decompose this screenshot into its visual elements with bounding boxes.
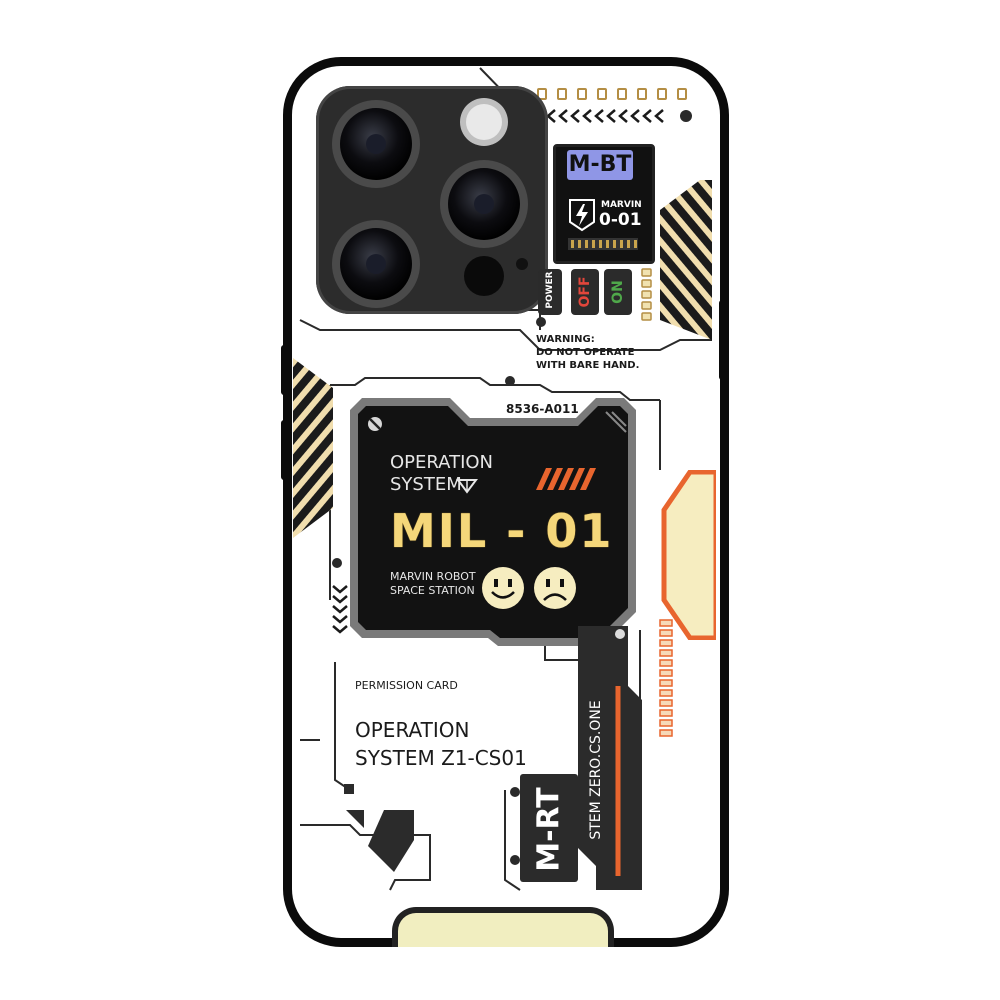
screen-title: MIL - 01 (390, 504, 614, 558)
operation-system-line-2: SYSTEM Z1-CS01 (355, 746, 527, 770)
screen-operation-line-2: SYSTEM (390, 474, 462, 495)
permission-card-label: PERMISSION CARD (355, 679, 458, 692)
warning-line-3: WITH BARE HAND. (536, 360, 640, 371)
screen-sub-line-2: SPACE STATION (390, 584, 475, 597)
mbt-badge: M-BT (567, 150, 633, 180)
screw-icon (367, 416, 383, 432)
down-triangle-icon (456, 478, 478, 494)
orange-stripe-bar (536, 468, 600, 490)
serial-number: 8536-A011 (506, 402, 579, 416)
side-button-left-1 (281, 345, 291, 395)
on-switch (604, 269, 632, 315)
off-switch (571, 269, 599, 315)
hazard-stripes-right-top (660, 180, 712, 340)
off-label: OFF (577, 276, 593, 308)
operation-system-line-1: OPERATION (355, 718, 470, 742)
marvin-label: MARVIN (601, 200, 642, 210)
power-switch (538, 269, 562, 315)
power-label: POWER (545, 271, 555, 309)
on-label: ON (610, 280, 626, 304)
vertical-tag-panel (578, 626, 642, 890)
marvin-code: 0-01 (599, 210, 642, 230)
cream-hexagon (661, 470, 716, 640)
geometric-shapes (344, 784, 414, 872)
top-chevron-strip (536, 85, 696, 105)
chip-pins (568, 238, 638, 250)
chevron-row-icon (545, 108, 675, 124)
screen-sub-line-1: MARVIN ROBOT (390, 570, 476, 583)
warning-line-2: DO NOT OPERATE (536, 347, 635, 358)
side-button-left-2 (281, 420, 291, 480)
smiley-face-icon (480, 565, 526, 611)
warning-line-1: WARNING: (536, 334, 595, 345)
vertical-tag-text: STEM ZERO.CS.ONE (588, 700, 604, 840)
chevron-down-column-icon (330, 582, 350, 642)
screen-operation-line-1: OPERATION (390, 452, 494, 473)
mrt-panel (520, 774, 578, 882)
lightning-bolt-icon (567, 198, 597, 232)
hazard-stripes-left (293, 358, 333, 538)
indicator-bars-top (640, 268, 654, 328)
side-button-right (719, 300, 729, 380)
camera-lenses (332, 98, 528, 308)
mrt-label: M-RT (531, 787, 567, 872)
indicator-bars-right (658, 618, 676, 740)
bottom-cream-tab (392, 907, 614, 947)
sad-face-icon (532, 565, 578, 611)
